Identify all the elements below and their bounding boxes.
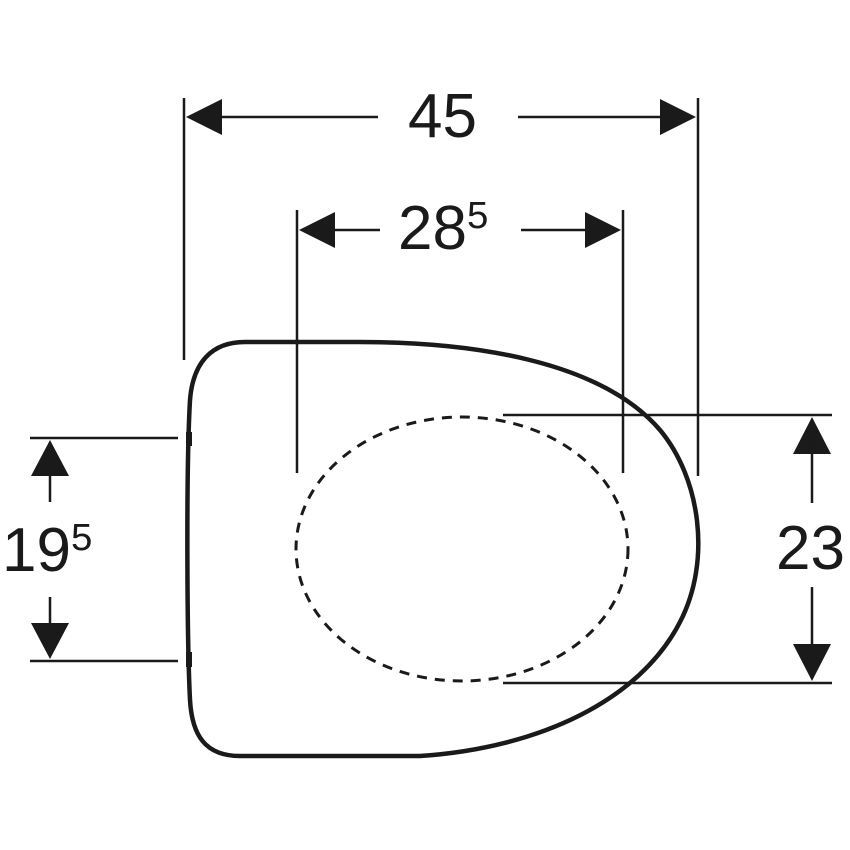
dimension-value: 23 <box>776 514 845 583</box>
dimension-label-hinge-spacing: 195 <box>2 518 92 582</box>
dimension-fraction: 5 <box>466 193 489 237</box>
arrow-right-icon <box>660 99 696 135</box>
arrow-down-icon <box>793 644 831 681</box>
dimension-value: 19 <box>2 516 71 585</box>
dimension-label-inner-width: 285 <box>398 196 488 260</box>
dimension-value: 28 <box>398 194 467 263</box>
arrow-up-icon <box>31 440 69 476</box>
dimension-label-inner-depth: 23 <box>776 518 845 580</box>
arrow-left-icon <box>186 99 222 135</box>
arrow-left-icon <box>299 212 335 248</box>
arrow-up-icon <box>793 417 831 454</box>
arrow-right-icon <box>585 212 621 248</box>
dimension-value: 45 <box>408 82 477 151</box>
dimension-label-overall-width: 45 <box>408 86 477 148</box>
dimension-fraction: 5 <box>70 515 93 559</box>
seat-outline <box>185 339 701 759</box>
arrow-down-icon <box>31 623 69 659</box>
inner-opening-dashed-ellipse <box>294 415 630 683</box>
